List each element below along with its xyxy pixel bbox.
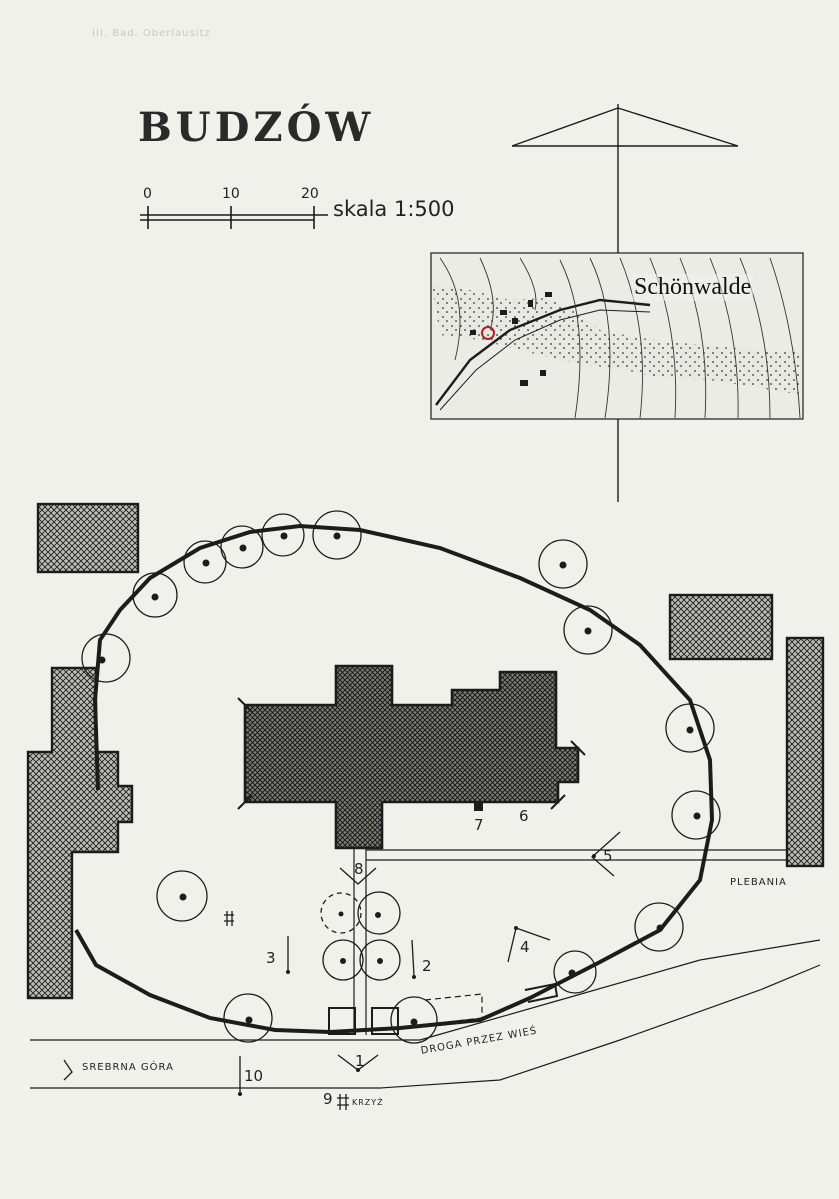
- scale-tick-20: 20: [301, 186, 319, 202]
- scale-tick-0: 0: [143, 186, 152, 202]
- scale-bar: [140, 206, 328, 229]
- marker-7: 7: [474, 816, 484, 834]
- map-title: BUDZÓW: [138, 104, 375, 151]
- inset-map-label: Schönwalde: [632, 274, 754, 301]
- scale-label: skala 1:500: [333, 197, 455, 221]
- label-srebrna-gora: SREBRNA GÓRA: [82, 1062, 174, 1073]
- marker-5: 5: [603, 847, 613, 865]
- marker-9: 9: [323, 1090, 333, 1108]
- marker-4: 4: [520, 938, 530, 956]
- building-northeast: [668, 593, 774, 661]
- building-plebania: [785, 636, 825, 868]
- marker-6: 6: [519, 807, 529, 825]
- marker-1: 1: [355, 1052, 365, 1070]
- building-northwest: [36, 502, 140, 574]
- scale-tick-10: 10: [222, 186, 240, 202]
- marker-2: 2: [422, 957, 432, 975]
- marker-10: 10: [244, 1067, 264, 1085]
- label-plebania: PLEBANIA: [730, 877, 787, 888]
- church: [243, 664, 580, 850]
- trees: [81, 510, 721, 1044]
- marker-3: 3: [266, 949, 276, 967]
- label-krzyz: KRZYŻ: [352, 1098, 384, 1107]
- marker-8: 8: [354, 860, 364, 878]
- churchyard-wall: [74, 523, 715, 1035]
- building-west: [26, 666, 134, 1000]
- header-text: III. Bad. Oberlausitz: [92, 28, 211, 39]
